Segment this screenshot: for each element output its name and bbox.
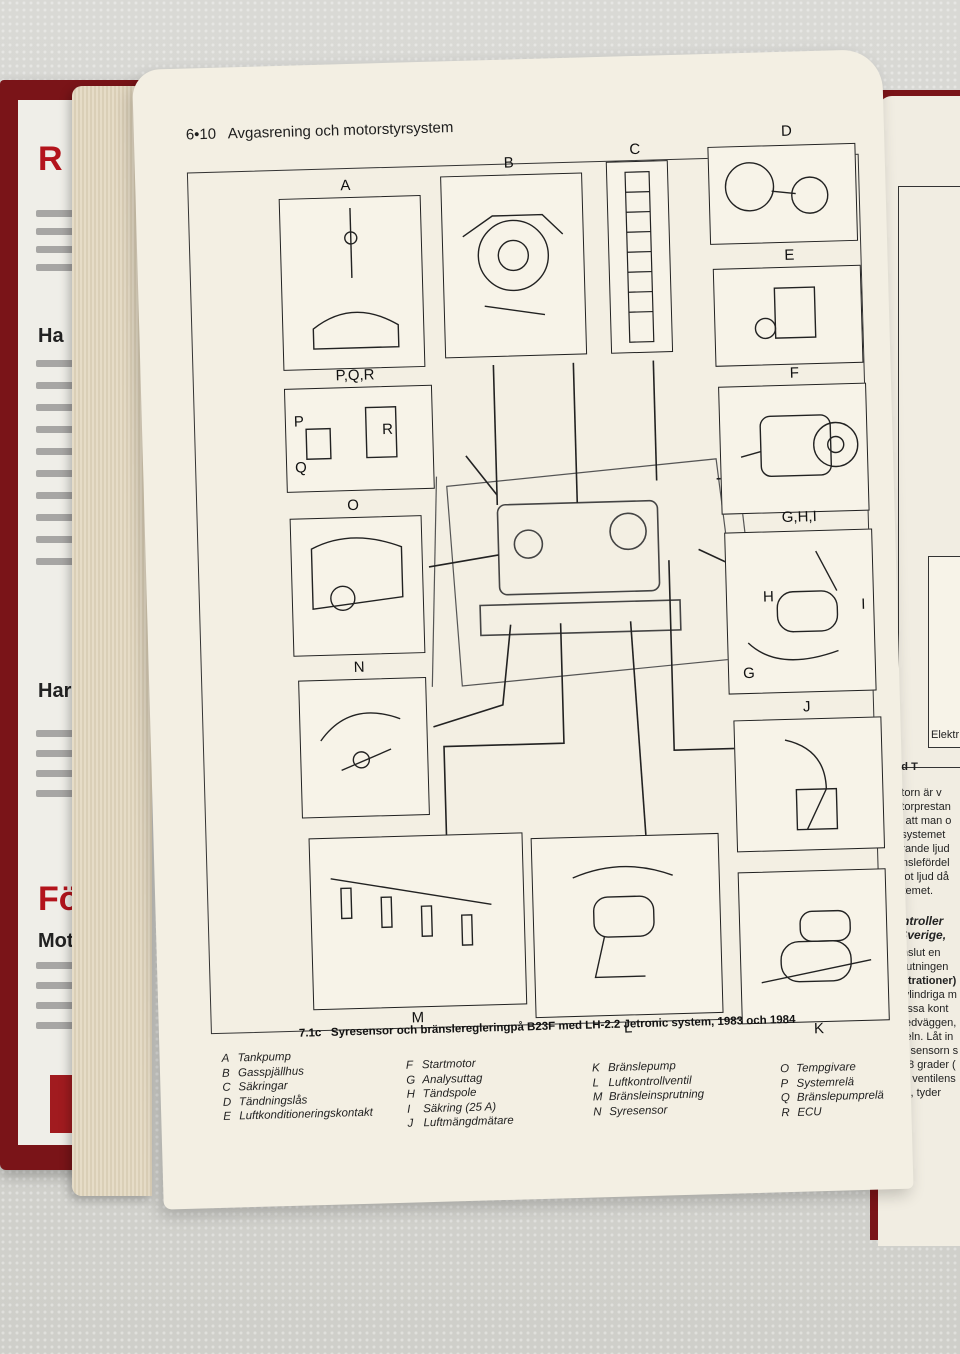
panel-c xyxy=(605,160,674,354)
panel-label-ghi: G,H,I xyxy=(781,508,817,527)
panel-label-d: D xyxy=(780,122,793,140)
panel-label-n: N xyxy=(353,658,365,677)
panel-d xyxy=(707,142,859,245)
panel-k xyxy=(737,868,890,1025)
panel-g-h-i: H I G xyxy=(724,528,877,695)
panel-e xyxy=(712,264,864,367)
panel-label-c: C xyxy=(629,140,641,159)
panel-label-pqr: P,Q,R xyxy=(335,366,375,385)
right-page-figure-inner: Elektr xyxy=(928,556,960,748)
right-page-figure-label: Elektr xyxy=(931,729,960,741)
figure-frame: A B C D E F P Q R P,Q,R O xyxy=(186,123,890,1038)
panel-label-p: P xyxy=(293,413,305,431)
panel-a xyxy=(278,194,426,371)
panel-label-f: F xyxy=(789,364,800,382)
panel-b xyxy=(440,172,588,359)
panel-label-g: G xyxy=(742,664,755,683)
panel-label-j: J xyxy=(802,698,811,716)
panel-m xyxy=(308,832,528,1011)
page-title: Avgasrening och motorstyrsystem xyxy=(227,119,454,143)
panel-l xyxy=(530,832,724,1019)
manual-page: 6•10 Avgasrening och motorstyrsystem xyxy=(132,49,914,1210)
panel-label-o: O xyxy=(347,496,360,515)
page-number: 6•10 xyxy=(185,125,217,144)
panel-label-i: I xyxy=(860,595,866,613)
panel-label-h: H xyxy=(762,588,775,606)
page-header: 6•10 Avgasrening och motorstyrsystem xyxy=(186,119,454,143)
panel-j xyxy=(733,716,886,853)
back-cover-heading: Ha xyxy=(38,325,64,347)
panel-label-a: A xyxy=(340,176,351,195)
panel-label-e: E xyxy=(784,246,795,264)
panel-label-r: R xyxy=(381,420,394,439)
right-page-figure xyxy=(898,186,960,768)
back-cover-red-heading: R xyxy=(38,140,63,178)
panel-pqr: P Q R xyxy=(283,384,435,493)
panel-n xyxy=(298,677,430,819)
back-cover-heading-2: Har xyxy=(38,680,72,702)
panel-label-b: B xyxy=(503,154,514,172)
panel-label-q: Q xyxy=(294,459,308,477)
panel-f xyxy=(718,382,870,515)
panel-o xyxy=(289,515,426,657)
panel-label-k: K xyxy=(813,1020,825,1038)
back-cover-heading-3: Mot xyxy=(38,930,74,952)
caption-number: 7.1c xyxy=(298,1027,322,1040)
